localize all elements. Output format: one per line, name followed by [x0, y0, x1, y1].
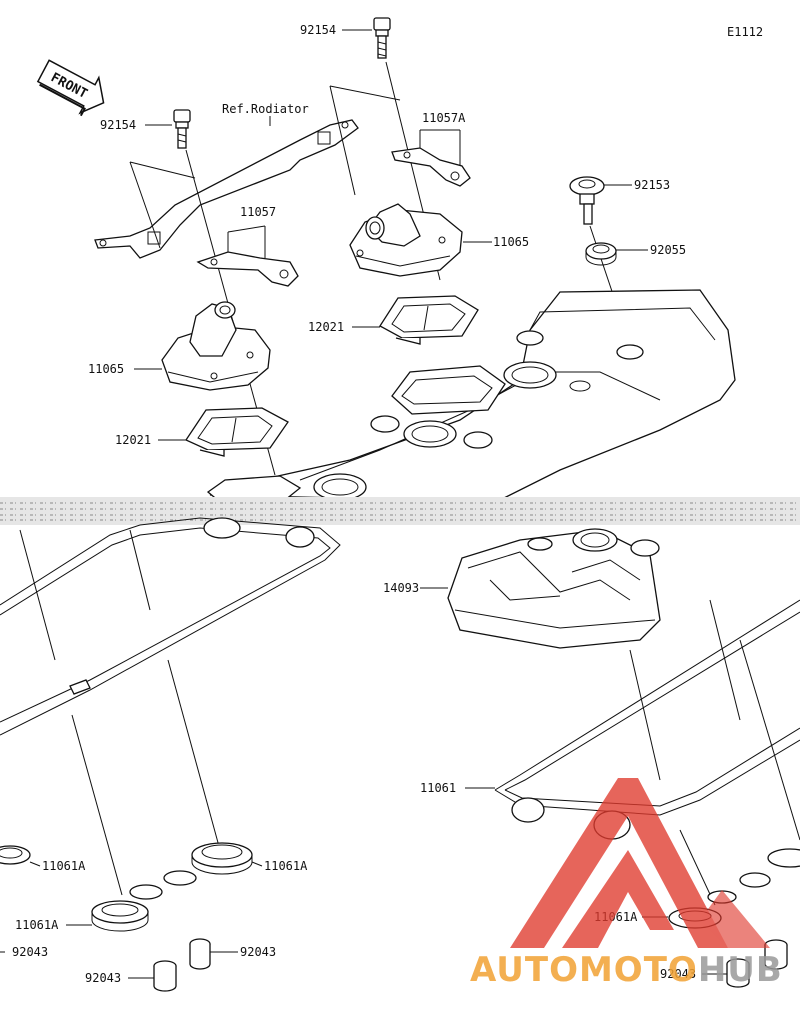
callout-cover-left: 11065	[88, 362, 124, 376]
callout-collar-2: 92043	[85, 971, 121, 985]
callout-gasket-right: 12021	[308, 320, 344, 334]
callout-grommet: 92055	[650, 243, 686, 257]
collar-b	[153, 960, 177, 992]
gasket-12021-right	[379, 295, 479, 345]
gasket-12021-left	[185, 407, 289, 457]
plug-gasket-a	[0, 845, 31, 865]
callout-plug-gasket-2: 11061A	[264, 859, 308, 873]
callout-gasket-left: 12021	[115, 433, 151, 447]
callout-collar-4: 92043	[660, 967, 696, 981]
callout-plug-gasket-1: 11061A	[42, 859, 86, 873]
callout-collar-1: 92043	[240, 945, 276, 959]
callout-bolt-top: 92154	[300, 23, 336, 37]
bolt-92153	[569, 176, 605, 225]
callout-bolt-left: 92154	[100, 118, 136, 132]
watermark-brand-a: AUTOMOTO	[470, 950, 698, 990]
cover-11065-left	[161, 301, 271, 391]
head-cover-upper	[206, 289, 736, 503]
scan-noise-band	[0, 497, 800, 525]
front-arrow-icon: FRONT	[36, 59, 105, 117]
watermark-brand-b: HUB	[697, 950, 783, 990]
watermark-logo-icon	[510, 778, 770, 948]
bracket-11057a	[391, 147, 471, 187]
head-cover-14093	[447, 528, 661, 649]
grommet-92055	[585, 242, 617, 266]
ref-radiator-label: Ref.Rodiator	[222, 102, 309, 116]
callout-cover-right: 11065	[493, 235, 529, 249]
cover-11065-right	[349, 203, 463, 277]
callout-bracket-left: 11057	[240, 205, 276, 219]
bracket-11057	[196, 251, 299, 287]
plug-gasket-c	[91, 870, 197, 932]
gasket-left-long	[0, 517, 341, 736]
collar-a	[189, 938, 211, 970]
callout-head-gasket: 11061	[420, 781, 456, 795]
callout-washer-bolt: 92153	[634, 178, 670, 192]
callout-bracket-right: 11057A	[422, 111, 466, 125]
plug-gasket-b	[191, 842, 253, 875]
watermark-text: AUTOMOTOHUB	[470, 950, 783, 990]
radiator-bracket	[94, 119, 359, 259]
callout-head-cover: 14093	[383, 581, 419, 595]
diagram-code: E1112	[727, 25, 763, 39]
callout-collar-3: 92043	[12, 945, 48, 959]
bolt-top	[373, 17, 391, 59]
bolt-left	[173, 109, 191, 149]
callout-plug-gasket-3: 11061A	[15, 918, 59, 932]
